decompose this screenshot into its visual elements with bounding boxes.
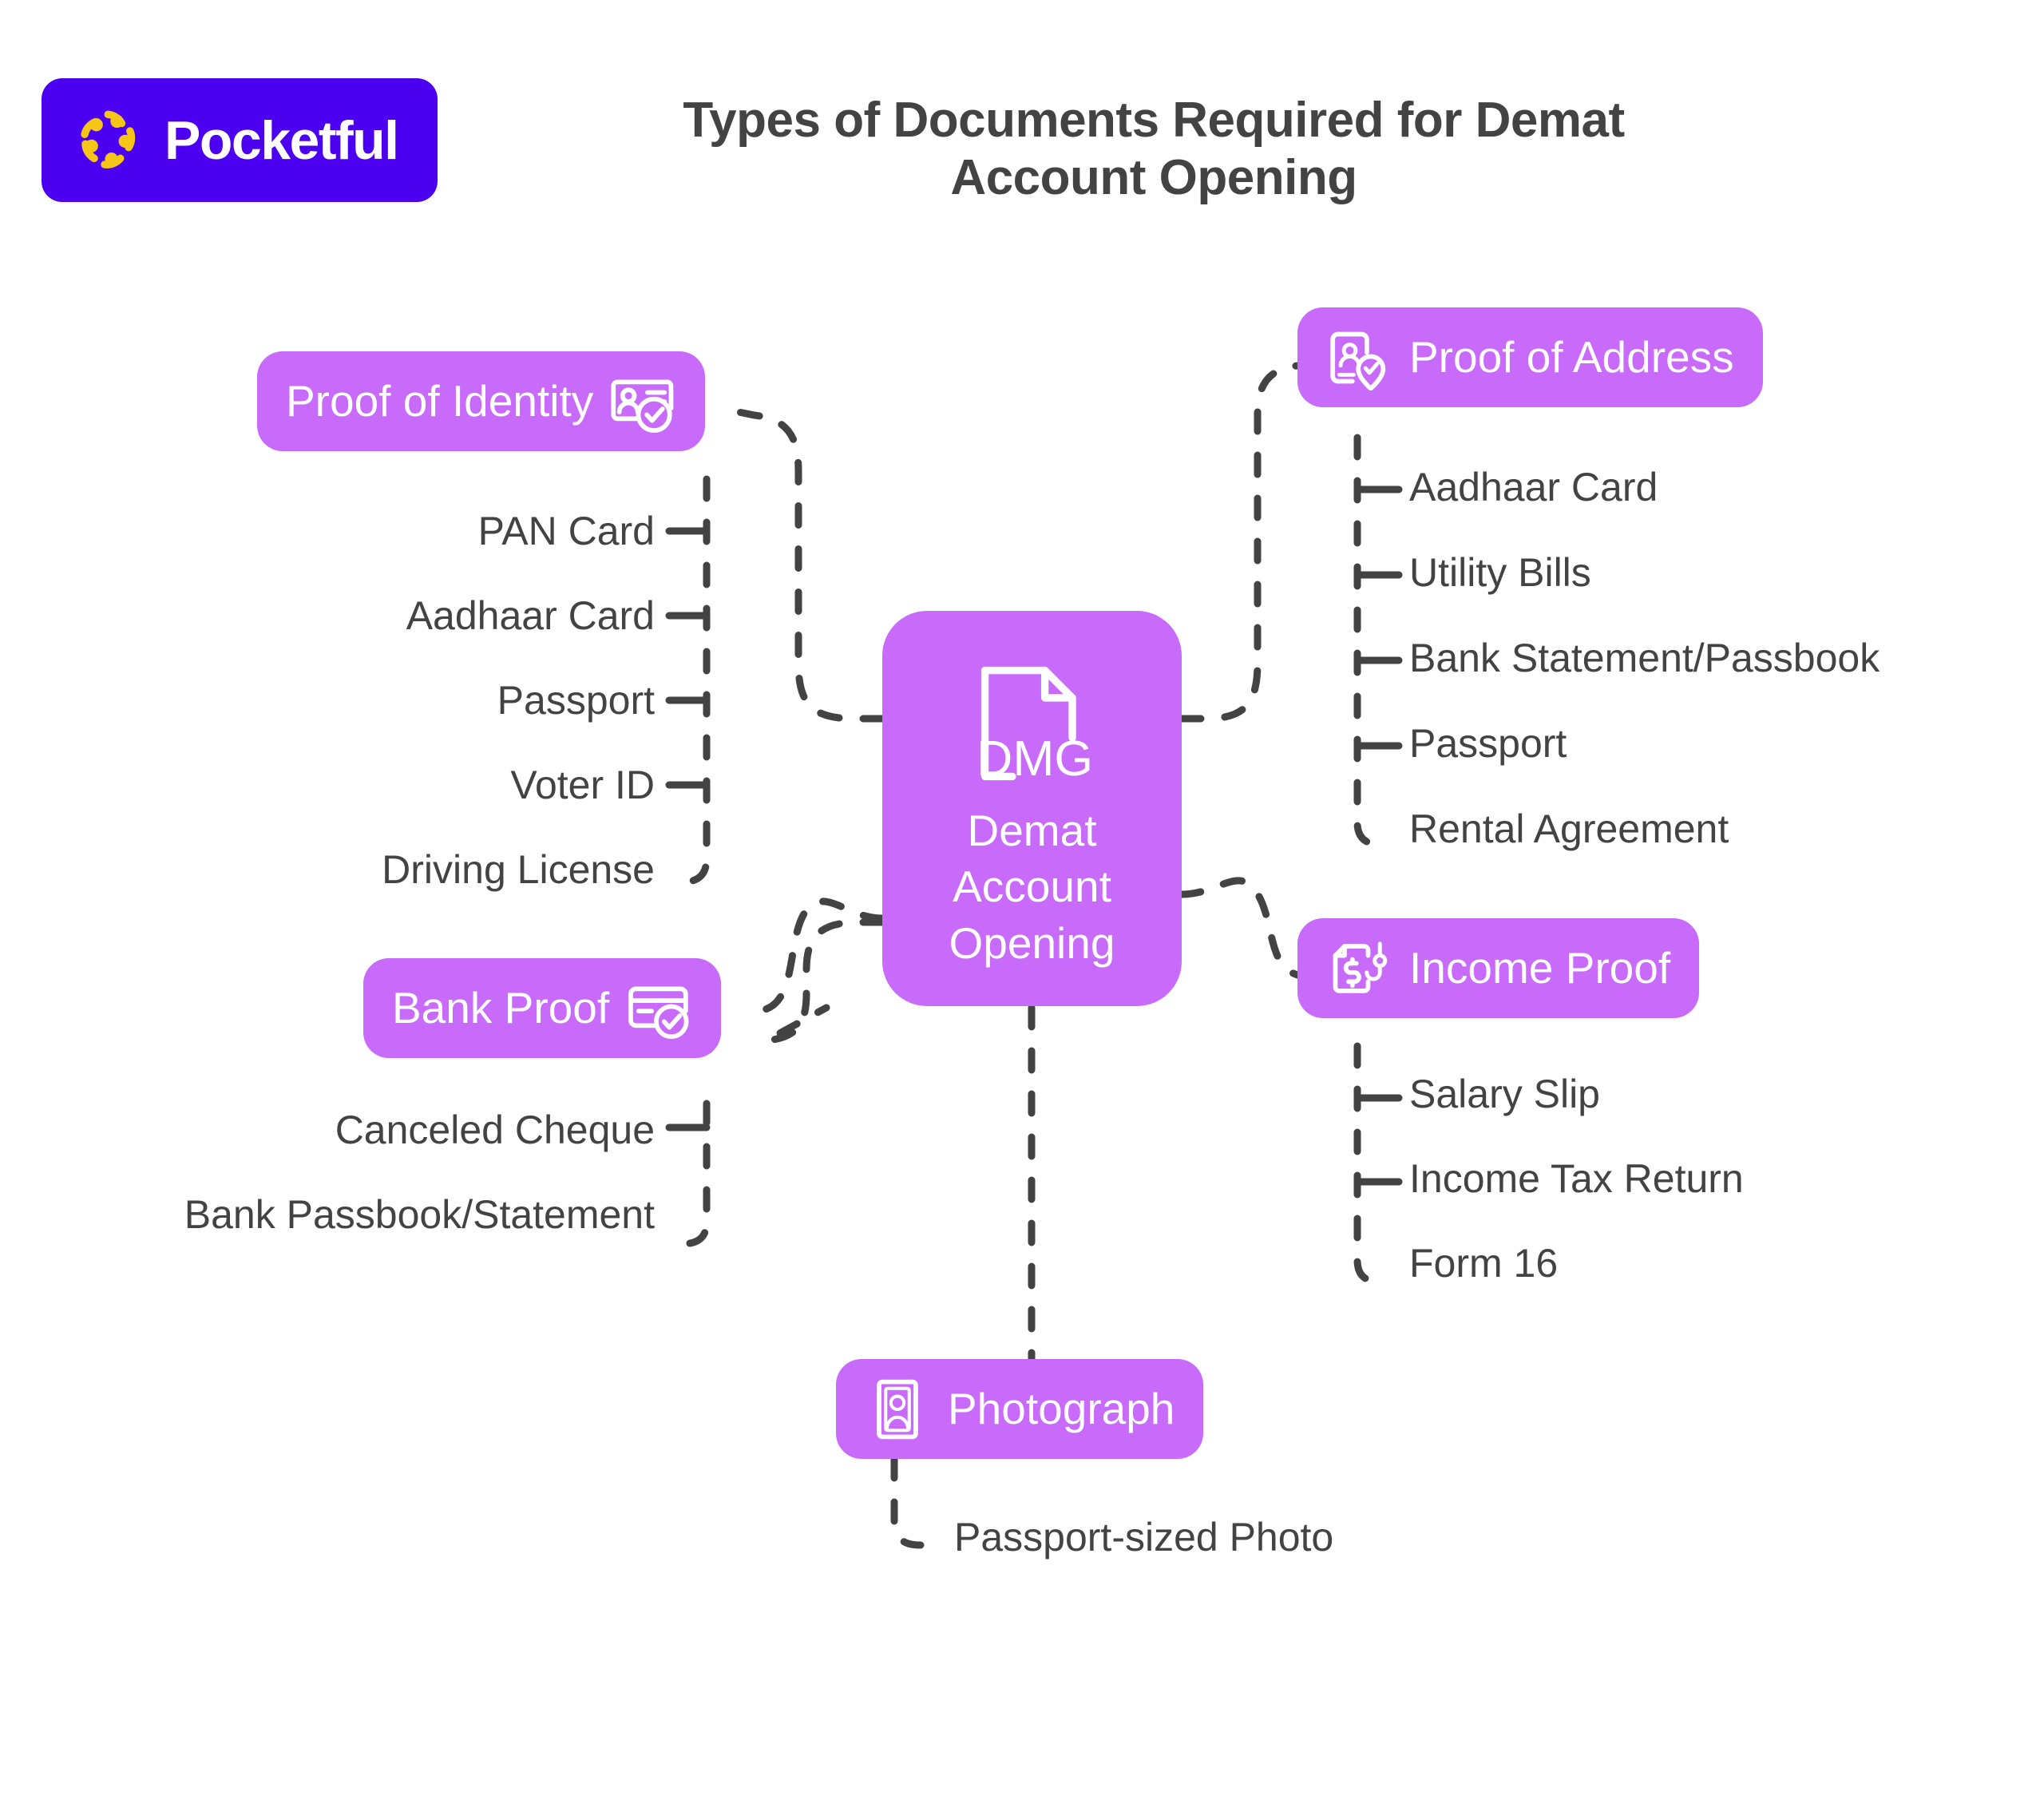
- branch-label-proof-of-address: Proof of Address: [1409, 332, 1734, 382]
- leaf-item: Canceled Cheque: [335, 1108, 655, 1152]
- branch-badge-proof-of-identity[interactable]: Proof of Identity: [257, 351, 706, 451]
- leaf-item: Bank Statement/Passbook: [1409, 636, 1880, 680]
- center-line-3: Opening: [949, 917, 1115, 968]
- connector-identity: [719, 405, 886, 723]
- connector-bank-stub: [764, 918, 886, 1044]
- leaf-item: Rental Agreement: [1409, 806, 1729, 851]
- pocketful-pinwheel-icon: [81, 110, 136, 168]
- leaf-list-photograph: Passport-sized Photo: [954, 1517, 1433, 1573]
- branch-label-income-proof: Income Proof: [1409, 943, 1671, 993]
- leaf-list-proof-of-identity: PAN Card Aadhaar Card Passport Voter ID …: [303, 509, 655, 890]
- connector-address: [1178, 359, 1329, 723]
- center-node-demat-account-opening[interactable]: DMG Demat Account Opening: [882, 611, 1182, 1006]
- branch-label-bank-proof: Bank Proof: [392, 983, 610, 1032]
- leaf-list-bank-proof: Canceled Cheque Bank Passbook/Statement: [64, 1108, 655, 1234]
- pocketful-logo-badge: Pocketful: [42, 78, 438, 202]
- leaf-item: Income Tax Return: [1409, 1156, 1744, 1201]
- leaf-item: Passport: [497, 678, 655, 723]
- leaf-list-proof-of-address: Aadhaar Card Utility Bills Bank Statemen…: [1409, 465, 2000, 849]
- portrait-photo-icon: [877, 1379, 918, 1439]
- leaf-item: PAN Card: [477, 509, 655, 553]
- center-line-1: Demat: [967, 805, 1097, 855]
- page-title: Types of Documents Required for Demat Ac…: [683, 93, 1625, 205]
- document-dollar-icon: [1333, 941, 1388, 993]
- trunk-income: [1353, 1042, 1388, 1286]
- leaf-item: Salary Slip: [1409, 1072, 1600, 1116]
- branch-label-proof-of-identity: Proof of Identity: [286, 376, 594, 426]
- credit-card-check-icon: [628, 986, 689, 1039]
- connector-income: [1178, 877, 1305, 980]
- connector-bank: [759, 898, 886, 1014]
- logo-wordmark: Pocketful: [164, 109, 399, 171]
- trunk-identity: [676, 475, 711, 886]
- leaf-item: Aadhaar Card: [1409, 465, 1658, 509]
- center-node-label: Demat Account Opening: [949, 802, 1115, 971]
- branch-badge-proof-of-address[interactable]: Proof of Address: [1297, 307, 1763, 407]
- leaf-list-income-proof: Salary Slip Income Tax Return Form 16: [1409, 1072, 1856, 1283]
- document-dmg-icon: DMG: [976, 666, 1093, 787]
- branch-badge-photograph[interactable]: Photograph: [836, 1359, 1204, 1459]
- leaf-item: Voter ID: [510, 763, 655, 807]
- branch-badge-income-proof[interactable]: Income Proof: [1297, 918, 1700, 1018]
- leaf-item: Bank Passbook/Statement: [184, 1192, 655, 1237]
- leaf-item: Form 16: [1409, 1241, 1559, 1286]
- leaf-item: Passport: [1409, 721, 1567, 766]
- trunk-bank: [676, 1100, 711, 1248]
- branch-badge-bank-proof[interactable]: Bank Proof: [363, 958, 722, 1058]
- leaf-item: Utility Bills: [1409, 550, 1591, 595]
- center-line-2: Account: [953, 862, 1111, 912]
- center-icon-text: DMG: [976, 731, 1093, 787]
- branch-label-photograph: Photograph: [948, 1384, 1175, 1433]
- leaf-item: Aadhaar Card: [406, 593, 655, 638]
- leaf-item: Driving License: [382, 847, 655, 892]
- trunk-address: [1353, 434, 1388, 849]
- leaf-item: Passport-sized Photo: [954, 1515, 1334, 1559]
- trunk-photograph: [890, 1455, 925, 1549]
- id-card-check-icon: [611, 379, 674, 433]
- id-card-location-pin-icon: [1330, 331, 1386, 390]
